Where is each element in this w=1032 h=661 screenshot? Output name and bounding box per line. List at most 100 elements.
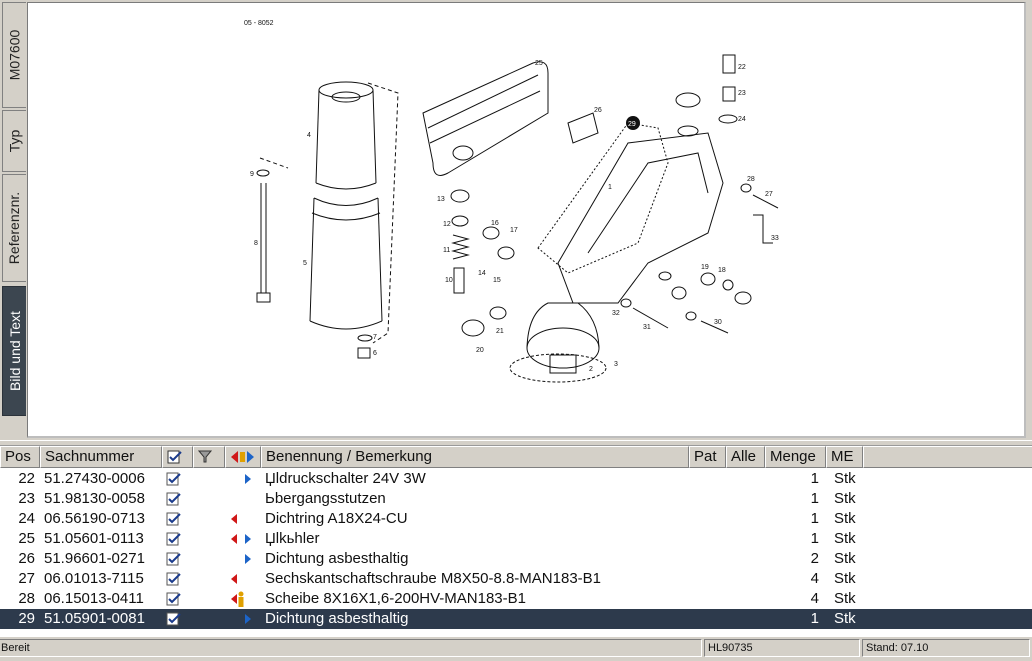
callout-17[interactable]: 17 (510, 227, 518, 234)
cell-me: Stk (834, 510, 856, 527)
cell-direction (229, 489, 259, 509)
arrow-right-icon (245, 614, 251, 624)
drawing-canvas: 05 - 8052 1 2 3 4 5 6 7 8 9 10 11 12 13 … (244, 20, 779, 383)
notepad-check-icon[interactable] (166, 492, 182, 506)
tab-referenznr[interactable]: Referenznr. (2, 174, 26, 282)
cell-menge: 1 (810, 530, 819, 547)
column-header-pos[interactable]: Pos (0, 446, 40, 468)
notepad-check-icon[interactable] (166, 592, 182, 606)
callout-32[interactable]: 32 (612, 310, 620, 317)
filter-funnel-icon (197, 450, 213, 463)
column-header-filter[interactable] (193, 446, 225, 468)
exploded-parts-drawing[interactable]: 05 - 8052 1 2 3 4 5 6 7 8 9 10 11 12 13 … (27, 2, 1026, 438)
callout-4[interactable]: 4 (307, 132, 311, 139)
callout-19[interactable]: 19 (701, 264, 709, 271)
arrow-right-icon (245, 474, 251, 484)
callout-3[interactable]: 3 (614, 361, 618, 368)
callout-21[interactable]: 21 (496, 328, 504, 335)
callout-23[interactable]: 23 (738, 90, 746, 97)
cell-me: Stk (834, 610, 856, 627)
table-header: Pos Sachnummer Benennung / (0, 446, 1032, 468)
cell-pos: 29 (18, 610, 35, 627)
callout-11[interactable]: 11 (443, 247, 450, 254)
direction-arrows-icon (231, 451, 254, 463)
cell-me: Stk (834, 530, 856, 547)
cell-menge: 1 (810, 490, 819, 507)
cell-menge: 1 (810, 610, 819, 627)
cell-direction (229, 569, 259, 589)
notepad-check-icon[interactable] (166, 472, 182, 486)
cell-menge: 2 (810, 550, 819, 567)
vertical-tab-strip: M07600 Typ Referenznr. Bild und Text (0, 0, 27, 440)
cell-benennung: Dichtung asbesthaltig (265, 550, 409, 567)
callout-24[interactable]: 24 (738, 116, 746, 123)
callout-30[interactable]: 30 (714, 319, 722, 326)
callout-2[interactable]: 2 (589, 366, 593, 373)
cell-direction (229, 589, 259, 609)
drawing-ref-number: 05 - 8052 (244, 20, 274, 27)
cell-sachnummer: 06.15013-0411 (44, 590, 144, 607)
callout-29[interactable]: 29 (628, 121, 636, 128)
cell-benennung: Scheibe 8X16X1,6-200HV-MAN183-B1 (265, 590, 526, 607)
cell-direction (229, 469, 259, 489)
column-header-direction[interactable] (225, 446, 261, 468)
callout-8[interactable]: 8 (254, 240, 258, 247)
callout-5[interactable]: 5 (303, 260, 307, 267)
callout-6[interactable]: 6 (373, 350, 377, 357)
callout-31[interactable]: 31 (643, 324, 651, 331)
tab-bild-und-text[interactable]: Bild und Text (2, 286, 26, 416)
callout-25[interactable]: 25 (535, 60, 543, 67)
column-header-sachnummer[interactable]: Sachnummer (40, 446, 162, 468)
cell-menge: 4 (810, 570, 819, 587)
cell-me: Stk (834, 570, 856, 587)
callout-33[interactable]: 33 (771, 235, 779, 242)
cell-benennung: Џldruckschalter 24V 3W (265, 470, 426, 487)
cell-me: Stk (834, 590, 856, 607)
callout-12[interactable]: 12 (443, 221, 451, 228)
notepad-check-icon[interactable] (166, 552, 182, 566)
column-header-me[interactable]: ME (826, 446, 863, 468)
column-header-benennung[interactable]: Benennung / Bemerkung (261, 446, 689, 468)
notepad-check-icon[interactable] (166, 512, 182, 526)
column-header-pat[interactable]: Pat (689, 446, 726, 468)
callout-7[interactable]: 7 (373, 334, 377, 341)
notepad-check-icon (167, 450, 182, 464)
callout-labels: 1 2 3 4 5 6 7 8 9 10 11 12 13 14 15 16 1… (250, 60, 779, 373)
notepad-check-icon[interactable] (166, 532, 182, 546)
callout-9[interactable]: 9 (250, 171, 254, 178)
column-header-note[interactable] (162, 446, 193, 468)
callout-10[interactable]: 10 (445, 277, 453, 284)
tab-m07600[interactable]: M07600 (2, 2, 26, 108)
notepad-check-icon[interactable] (166, 612, 182, 626)
pane-splitter[interactable] (0, 440, 1032, 446)
callout-16[interactable]: 16 (491, 220, 499, 227)
callout-14[interactable]: 14 (478, 270, 486, 277)
callout-15[interactable]: 15 (493, 277, 501, 284)
cell-benennung: Sechskantschaftschraube M8X50-8.8-MAN183… (265, 570, 602, 587)
tab-typ[interactable]: Typ (2, 110, 26, 172)
callout-27[interactable]: 27 (765, 191, 773, 198)
cell-benennung: Dichtring A18X24-CU (265, 510, 408, 527)
callout-26[interactable]: 26 (594, 107, 602, 114)
callout-18[interactable]: 18 (718, 267, 726, 274)
callout-22[interactable]: 22 (738, 64, 746, 71)
notepad-check-icon[interactable] (166, 572, 182, 586)
status-bar: Bereit HL90735 Stand: 07.10 (0, 636, 1032, 661)
callout-28[interactable]: 28 (747, 176, 755, 183)
column-header-alle[interactable]: Alle (726, 446, 765, 468)
callout-13[interactable]: 13 (437, 196, 445, 203)
cell-benennung: Dichtung asbesthaltig (265, 610, 409, 627)
callout-20[interactable]: 20 (476, 347, 484, 354)
column-header-menge[interactable]: Menge (765, 446, 826, 468)
callout-1[interactable]: 1 (608, 184, 612, 191)
